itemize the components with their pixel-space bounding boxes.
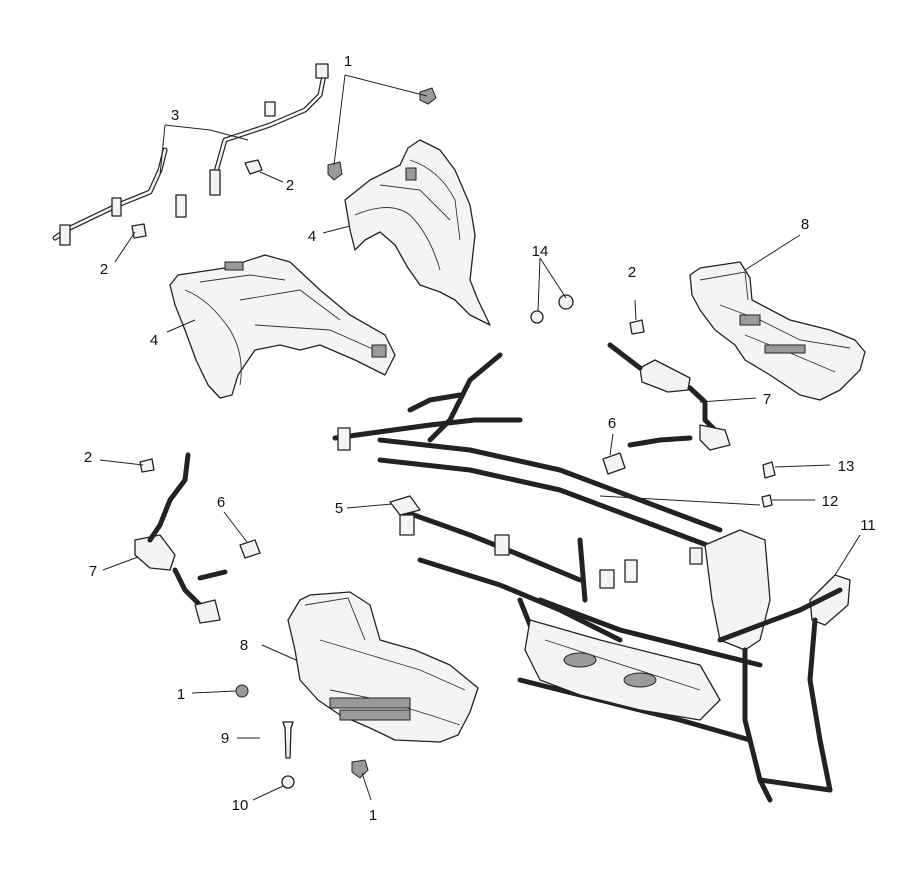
- callout-9: 9: [221, 730, 229, 747]
- hardware-parts: [131, 87, 776, 789]
- callout-1-mid: 1: [177, 686, 185, 703]
- callout-14: 14: [532, 243, 549, 260]
- mount-bracket-right-part: [607, 342, 731, 451]
- callout-2-c: 2: [628, 264, 636, 281]
- callout-1-bot: 1: [369, 807, 377, 824]
- mount-bracket-left-part: [134, 452, 228, 624]
- callout-6-b: 6: [217, 494, 225, 511]
- callout-2-b: 2: [100, 261, 108, 278]
- callout-6-a: 6: [608, 415, 616, 432]
- callout-11: 11: [860, 517, 876, 534]
- footwell-upper-part: [689, 261, 866, 401]
- callout-1-top: 1: [344, 53, 352, 70]
- fender-left-part: [169, 254, 396, 399]
- callout-7-a: 7: [763, 391, 771, 408]
- callouts: 1 3 2 2 4 4 14 2 8 7 6 2 6 5 13 12 11 7 …: [84, 53, 876, 824]
- callout-8-a: 8: [801, 216, 809, 233]
- callout-12: 12: [822, 493, 839, 510]
- callout-4-a: 4: [308, 228, 316, 245]
- footwell-lower-part: [287, 591, 479, 743]
- callout-10: 10: [232, 797, 249, 814]
- support-bar-part: [52, 63, 329, 246]
- callout-2-a: 2: [286, 177, 294, 194]
- main-frame-part: [332, 352, 851, 803]
- callout-8-b: 8: [240, 637, 248, 654]
- callout-4-b: 4: [150, 332, 158, 349]
- callout-2-d: 2: [84, 449, 92, 466]
- fender-right-part: [344, 139, 491, 326]
- callout-7-b: 7: [89, 563, 97, 580]
- callout-13: 13: [838, 458, 855, 475]
- callout-3: 3: [171, 107, 179, 124]
- leader-lines: [99, 74, 861, 801]
- callout-5: 5: [335, 500, 343, 517]
